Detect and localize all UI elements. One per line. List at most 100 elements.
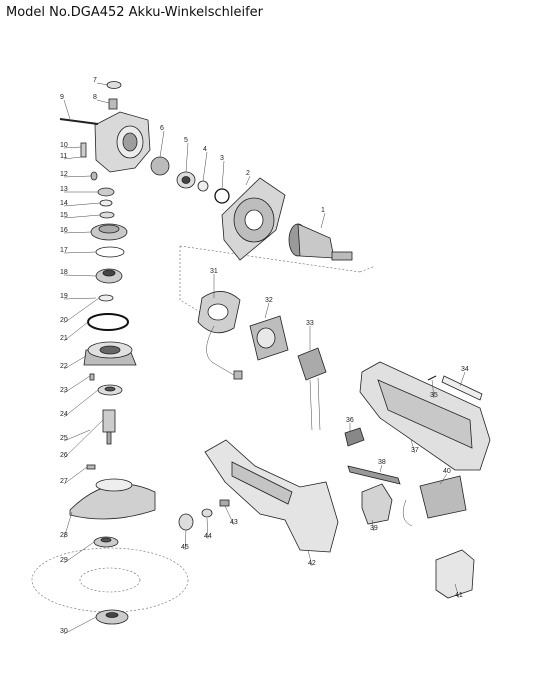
part-label-19: 19 [60,293,68,300]
motor-housing-right [359,361,491,471]
leader-line-25 [63,429,91,442]
leader-line-16 [63,231,92,234]
leader-line-34 [459,371,466,387]
part-number-labels: 1234567891011121314151617181920212223242… [60,77,469,635]
part-label-43: 43 [230,519,238,526]
leader-line-37 [410,439,416,454]
part-label-34: 34 [461,366,469,373]
inner-flange [93,536,119,548]
screw-8 [108,98,118,110]
washer-7 [106,81,122,89]
part-label-40: 40 [443,468,451,475]
leader-line-1 [320,212,326,229]
leader-line-23 [63,375,91,394]
stator [249,315,289,361]
part-label-14: 14 [60,200,68,207]
motor-group-bracket [179,245,376,313]
part-label-6: 6 [160,125,164,132]
part-label-15: 15 [60,212,68,219]
magnet-sleeve [197,291,243,380]
spring-44 [201,508,213,518]
terminal-41 [435,549,475,599]
leader-line-45 [184,529,187,551]
leader-line-35 [431,379,435,399]
leader-line-43 [224,505,235,526]
part-label-2: 2 [246,170,250,177]
part-label-31: 31 [210,268,218,275]
leader-line-39 [371,519,375,532]
part-label-12: 12 [60,171,68,178]
grinding-wheel [31,547,189,613]
leader-line-3 [221,160,225,190]
screw-35 [427,375,437,381]
part-label-9: 9 [60,94,64,101]
leader-line-27 [63,466,88,485]
part-label-17: 17 [60,247,68,254]
part-label-3: 3 [220,155,224,162]
leader-line-38 [379,464,383,473]
ball-bearing-5 [176,171,196,189]
leader-line-26 [63,419,104,459]
gear-housing [59,111,151,173]
part-label-28: 28 [60,532,68,539]
commutator-unit [297,347,327,431]
bearing-retainer-plate [221,177,286,261]
bearing-box [83,341,137,470]
part-label-16: 16 [60,227,68,234]
part-label-44: 44 [204,533,212,540]
part-label-13: 13 [60,186,68,193]
switch-39 [361,483,393,525]
pin-10-11 [80,142,87,158]
leader-line-18 [63,274,97,277]
part-label-30: 30 [60,628,68,635]
switch-lever-36 [344,427,365,447]
part-label-8: 8 [93,94,97,101]
o-ring-3 [214,188,230,204]
ring-4 [197,180,209,192]
leader-line-5 [185,142,189,173]
leader-line-41 [454,583,460,599]
part-label-20: 20 [60,317,68,324]
leader-line-21 [63,321,89,342]
spiral-bevel-gear [150,156,170,176]
part-label-42: 42 [308,560,316,567]
part-label-22: 22 [60,363,68,370]
part-label-33: 33 [306,320,314,327]
part-label-32: 32 [265,297,273,304]
leader-line-22 [63,355,87,370]
wheel-guard [69,478,156,520]
leader-line-4 [202,151,208,182]
part-label-35: 35 [430,392,438,399]
spindle-parts-stack [87,171,129,331]
part-label-41: 41 [455,592,463,599]
leader-line-30 [63,616,97,635]
controller-40 [402,475,467,527]
leader-line-6 [159,130,165,158]
leader-line-15 [63,214,101,219]
leader-line-17 [63,251,97,254]
armature [288,223,353,261]
part-label-39: 39 [370,525,378,532]
leader-line-14 [63,202,101,207]
lock-cap-45 [178,513,194,531]
part-label-24: 24 [60,411,68,418]
part-label-10: 10 [60,142,68,149]
leader-line-24 [63,389,99,418]
part-label-45: 45 [181,544,189,551]
part-label-36: 36 [346,417,354,424]
part-label-5: 5 [184,137,188,144]
part-label-7: 7 [93,77,97,84]
leader-line-10 [63,146,82,149]
leader-line-28 [63,511,73,539]
lock-nut [95,609,129,625]
leader-line-32 [264,302,270,319]
part-label-37: 37 [411,447,419,454]
leader-line-29 [63,541,95,564]
part-label-23: 23 [60,387,68,394]
leader-line-9 [63,99,71,120]
part-label-21: 21 [60,335,68,342]
button-43 [219,499,230,507]
switch-rod-38 [347,465,401,485]
leader-line-7 [96,82,109,86]
